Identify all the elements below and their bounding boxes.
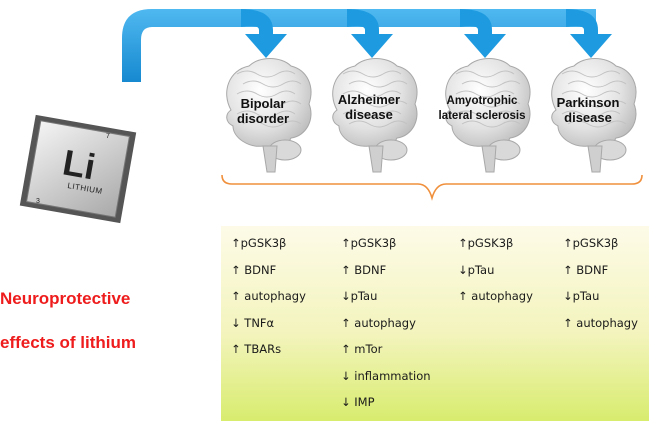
brain-icon (226, 58, 312, 173)
effect-item: ↑ autophagy (458, 289, 533, 303)
arrow-branch (241, 9, 273, 36)
effect-item: ↑pGSK3β (458, 236, 514, 250)
effect-item: ↑ autophagy (231, 289, 306, 303)
brain-icon (332, 58, 418, 173)
orange-bracket (221, 174, 643, 201)
disease-label-bipolar: Bipolar disorder (236, 96, 289, 126)
effect-item: ↑pGSK3β (231, 236, 287, 250)
effect-item: ↓pTau (341, 289, 378, 303)
effect-item: ↑ BDNF (231, 262, 277, 277)
arrow-head (245, 34, 287, 58)
effects-panel (221, 226, 649, 421)
effects-column-alzheimer: ↑pGSK3β ↑ BDNF ↓pTau ↑ autophagy ↑ mTor … (341, 236, 431, 422)
effect-item: ↓ inflammation (341, 368, 431, 383)
effect-item: ↑pGSK3β (563, 236, 619, 250)
effect-item: ↑ autophagy (341, 315, 416, 330)
effect-item: ↑ autophagy (563, 315, 638, 330)
disease-label-als: Amyotrophic lateral sclerosis (438, 95, 526, 122)
effect-item: ↓ TNFα (231, 315, 275, 330)
effect-item: ↑pGSK3β (341, 236, 397, 250)
brain-icon (445, 58, 531, 173)
mass-number: 3 (36, 198, 40, 205)
lithium-tile (19, 114, 137, 224)
effect-item: ↑ BDNF (341, 262, 387, 277)
brain-icon (551, 58, 637, 173)
disease-label-alzheimer: Alzheimer disease (337, 92, 401, 122)
effect-item: ↓pTau (458, 262, 495, 277)
effects-column-parkinson: ↑pGSK3β ↑ BDNF ↓pTau ↑ autophagy (563, 236, 638, 342)
arrow-head (464, 34, 506, 58)
effects-column-bipolar: ↑pGSK3β ↑ BDNF ↑ autophagy ↓ TNFα ↑ TBAR… (231, 236, 306, 369)
effect-item: ↑ mTor (341, 342, 383, 356)
atomic-number: 7 (106, 133, 110, 140)
effect-item: ↓ IMP (341, 395, 375, 409)
disease-label-parkinson: Parkinson disease (556, 95, 620, 125)
effect-item: ↓pTau (563, 289, 600, 303)
effect-item: ↑ BDNF (563, 262, 609, 277)
blue-arrow (122, 9, 612, 82)
arrow-branch (347, 9, 379, 36)
title-line-1: Neuroprotective (0, 289, 131, 308)
arrow-branch (566, 9, 598, 36)
effect-item: ↑ TBARs (231, 342, 282, 356)
arrow-branch (460, 9, 492, 36)
title-line-2: effects of lithium (0, 333, 137, 352)
arrow-head (351, 34, 393, 58)
effects-column-als: ↑pGSK3β ↓pTau ↑ autophagy (458, 236, 533, 316)
arrow-head (570, 34, 612, 58)
